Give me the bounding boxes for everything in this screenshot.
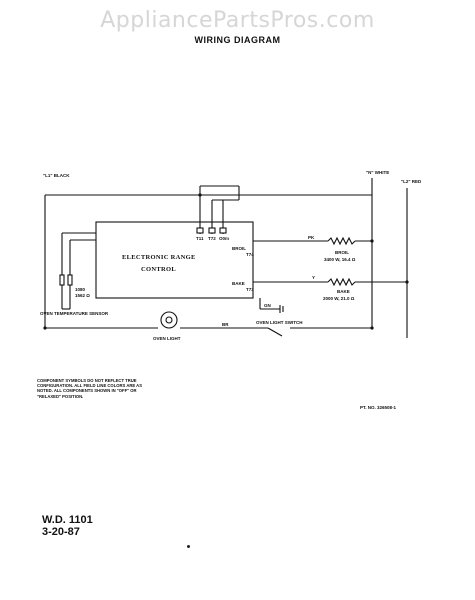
watermark-logo: AppliancePartsPros.com xyxy=(100,8,375,33)
oven-light-switch-contact xyxy=(267,327,283,337)
control-title-line1: ELECTRONIC RANGE xyxy=(122,254,196,261)
terminal-t72-label: T72 xyxy=(208,236,216,241)
bake-rating-label: 2000 W, 21.0 Ω xyxy=(323,296,355,301)
n-white-label: "N" WHITE xyxy=(366,170,389,175)
terminal-t0m xyxy=(219,227,227,234)
control-title-line2: CONTROL xyxy=(141,266,176,273)
l1-black-label: "L1" BLACK xyxy=(43,173,70,178)
terminal-t11 xyxy=(196,227,204,234)
broil-element-resistor xyxy=(327,236,356,246)
sensor-resistor-2 xyxy=(67,274,73,286)
sensor-resistor-1 xyxy=(59,274,65,286)
junction-dot xyxy=(405,280,409,284)
wd-number: W.D. 1101 xyxy=(42,514,93,526)
sensor-resistance-label-1: 1080 xyxy=(75,287,86,292)
oven-light-switch-label: OVEN LIGHT SWITCH xyxy=(256,320,303,325)
l2-red-label: "L2" RED xyxy=(401,179,422,184)
wire-br-label: BR xyxy=(222,322,229,327)
electronic-range-control-box xyxy=(95,221,254,299)
broil-element-label: BROIL xyxy=(335,250,349,255)
junction-dot xyxy=(370,239,374,243)
wd-date: 3-20-87 xyxy=(42,526,80,538)
junction-dot xyxy=(198,193,202,197)
bake-terminal-label: BAKE xyxy=(232,281,245,286)
bake-element-label: BAKE xyxy=(337,289,350,294)
oven-temperature-sensor-label: OVEN TEMPERATURE SENSOR xyxy=(40,311,109,316)
wire-gn-label: GN xyxy=(264,303,271,308)
junction-dot xyxy=(43,326,47,330)
terminal-t0m-label: O0m xyxy=(219,236,229,241)
component-note: COMPONENT SYMBOLS DO NOT REFLECT TRUE CO… xyxy=(37,378,142,399)
part-number: PT. NO. 326508-1 xyxy=(360,405,397,410)
wire-y-label: Y xyxy=(312,275,315,280)
terminal-t73-label: T73 xyxy=(246,287,254,292)
oven-light-label: OVEN LIGHT xyxy=(153,336,181,341)
junction-dot xyxy=(370,326,374,330)
terminal-t72 xyxy=(208,227,216,234)
oven-light-filament xyxy=(165,316,173,324)
wire-pk-label: PK xyxy=(308,235,315,240)
terminal-t74-label: T74 xyxy=(246,252,254,257)
broil-terminal-label: BROIL xyxy=(232,246,246,251)
oven-light-bulb xyxy=(160,311,178,329)
diagram-title: WIRING DIAGRAM xyxy=(194,35,281,45)
wiring-diagram-id: W.D. 1101 3-20-87 xyxy=(42,514,93,538)
broil-rating-label: 3400 W, 16.4 Ω xyxy=(324,257,356,262)
bake-element-resistor xyxy=(327,277,356,287)
page-dot xyxy=(187,545,190,548)
terminal-t11-label: T11 xyxy=(196,236,204,241)
sensor-resistance-label-2: 1562 Ω xyxy=(75,293,90,298)
